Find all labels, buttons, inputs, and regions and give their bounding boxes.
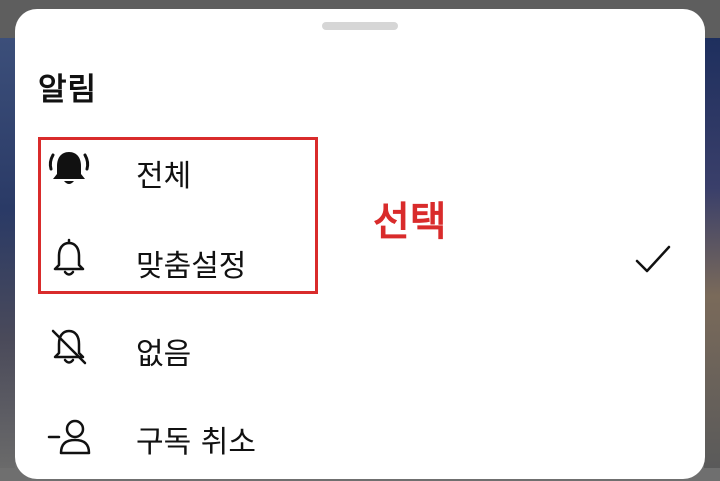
bell-ringing-filled-icon [47, 147, 91, 191]
drag-handle[interactable] [322, 22, 398, 30]
bell-off-icon [47, 325, 91, 369]
annotation-highlight-box [38, 137, 318, 294]
option-unsubscribe[interactable]: 구독 취소 [15, 393, 705, 481]
checkmark-icon [633, 239, 673, 279]
notification-bottom-sheet: 알림 전체 맞춤설정 [15, 9, 705, 479]
option-custom[interactable]: 맞춤설정 [15, 215, 705, 303]
annotation-label: 선택 [373, 199, 447, 245]
option-all[interactable]: 전체 [15, 125, 705, 213]
background-left-strip [0, 38, 15, 468]
background-right-strip [704, 38, 720, 468]
option-label: 구독 취소 [136, 425, 256, 460]
person-remove-icon [47, 415, 91, 459]
option-label: 전체 [136, 159, 192, 194]
sheet-title: 알림 [38, 72, 98, 108]
bell-outline-icon [47, 237, 91, 281]
option-none[interactable]: 없음 [15, 305, 705, 393]
option-label: 없음 [136, 337, 192, 372]
option-label: 맞춤설정 [136, 249, 247, 284]
